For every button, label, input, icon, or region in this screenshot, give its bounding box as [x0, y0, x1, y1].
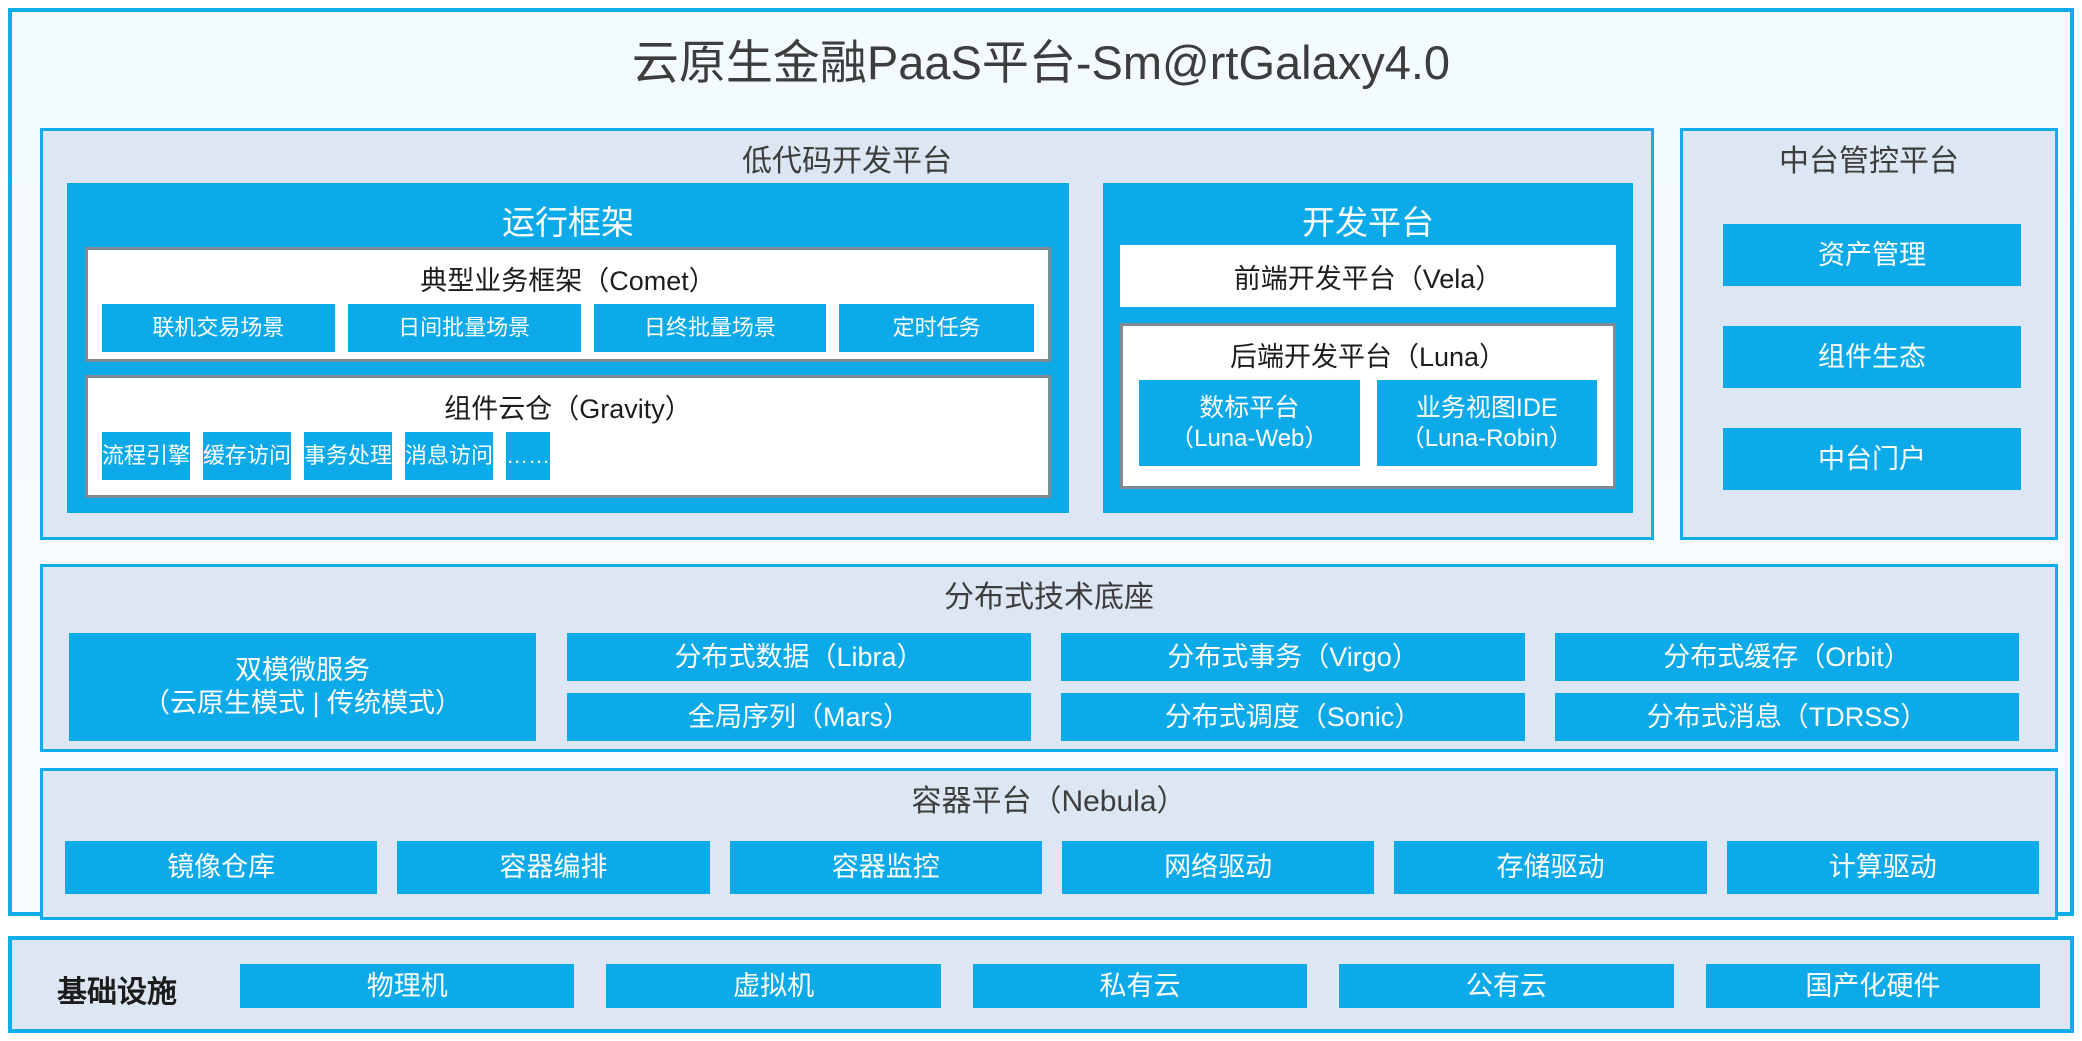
- gravity-item-more[interactable]: ……: [506, 432, 551, 480]
- comet-title: 典型业务框架（Comet）: [420, 266, 716, 296]
- runtime-framework-block: 运行框架 典型业务框架（Comet） 联机交易场景 日间批量场景 日终批量场景 …: [67, 183, 1069, 513]
- dualmode-microservice-block[interactable]: 双模微服务 （云原生模式 | 传统模式）: [69, 633, 536, 741]
- container-item-registry[interactable]: 镜像仓库: [65, 841, 378, 894]
- distributed-item-tdrss[interactable]: 分布式消息（TDRSS）: [1555, 693, 2019, 741]
- comet-item[interactable]: 日间批量场景: [347, 304, 581, 352]
- gravity-title: 组件云仓（Gravity）: [444, 394, 692, 424]
- gravity-item[interactable]: 流程引擎: [102, 432, 191, 480]
- infrastructure-item-physical[interactable]: 物理机: [240, 964, 575, 1008]
- distributed-item-sonic[interactable]: 分布式调度（Sonic）: [1061, 693, 1525, 741]
- lowcode-platform-title: 低代码开发平台: [742, 145, 952, 178]
- distributed-item-mars[interactable]: 全局序列（Mars）: [567, 693, 1031, 741]
- infrastructure-item-virtual[interactable]: 虚拟机: [606, 964, 941, 1008]
- dualmode-name: 双模微服务: [235, 655, 370, 686]
- midoffice-item-asset[interactable]: 资产管理: [1723, 224, 2021, 286]
- container-platform-panel: 容器平台（Nebula） 镜像仓库 容器编排 容器监控 网络驱动 存储驱动 计算…: [40, 768, 2058, 920]
- luna-item-sub: （Luna-Robin）: [1400, 424, 1573, 452]
- runtime-framework-title: 运行框架: [502, 204, 634, 241]
- infrastructure-item-row: 物理机 虚拟机 私有云 公有云 国产化硬件: [240, 964, 2041, 1008]
- distributed-item-orbit[interactable]: 分布式缓存（Orbit）: [1555, 633, 2019, 681]
- container-item-storage-driver[interactable]: 存储驱动: [1394, 841, 1707, 894]
- gravity-item[interactable]: 事务处理: [304, 432, 393, 480]
- vela-frontend-box[interactable]: 前端开发平台（Vela）: [1120, 245, 1616, 307]
- container-item-network-driver[interactable]: 网络驱动: [1061, 841, 1375, 894]
- comet-item[interactable]: 联机交易场景: [102, 304, 335, 352]
- gravity-item[interactable]: 消息访问: [405, 432, 494, 480]
- comet-item[interactable]: 定时任务: [839, 304, 1034, 352]
- distributed-item-virgo[interactable]: 分布式事务（Virgo）: [1061, 633, 1525, 681]
- comet-item-row: 联机交易场景 日间批量场景 日终批量场景 定时任务: [88, 304, 1048, 352]
- container-item-row: 镜像仓库 容器编排 容器监控 网络驱动 存储驱动 计算驱动: [65, 841, 2039, 894]
- gravity-item-row: 流程引擎 缓存访问 事务处理 消息访问 ……: [88, 432, 1048, 480]
- distributed-foundation-title: 分布式技术底座: [944, 581, 1154, 614]
- distributed-column-2: 分布式事务（Virgo） 分布式调度（Sonic）: [1061, 633, 1525, 741]
- container-item-compute-driver[interactable]: 计算驱动: [1726, 841, 2039, 894]
- midoffice-item-portal[interactable]: 中台门户: [1723, 428, 2021, 490]
- midoffice-platform-title: 中台管控平台: [1779, 145, 1959, 178]
- container-item-orchestration[interactable]: 容器编排: [397, 841, 710, 894]
- luna-title: 后端开发平台（Luna）: [1229, 342, 1507, 372]
- gravity-box: 组件云仓（Gravity） 流程引擎 缓存访问 事务处理 消息访问 ……: [85, 375, 1051, 498]
- infrastructure-item-public-cloud[interactable]: 公有云: [1339, 964, 1674, 1008]
- page-title: 云原生金融PaaS平台-Sm@rtGalaxy4.0: [631, 36, 1451, 89]
- midoffice-platform-panel: 中台管控平台 资产管理 组件生态 中台门户: [1680, 128, 2058, 540]
- container-platform-title: 容器平台（Nebula）: [911, 785, 1187, 818]
- luna-item-name: 数标平台: [1199, 394, 1300, 423]
- luna-item-row: 数标平台 （Luna-Web） 业务视图IDE （Luna-Robin）: [1123, 380, 1613, 466]
- lowcode-platform-panel: 低代码开发平台 运行框架 典型业务框架（Comet） 联机交易场景 日间批量场景…: [40, 128, 1654, 540]
- dualmode-sub: （云原生模式 | 传统模式）: [142, 688, 463, 718]
- luna-item-sub: （Luna-Web）: [1170, 424, 1329, 452]
- luna-item-name: 业务视图IDE: [1415, 394, 1558, 423]
- dev-platform-title: 开发平台: [1302, 204, 1434, 241]
- distributed-column-1: 分布式数据（Libra） 全局序列（Mars）: [567, 633, 1031, 741]
- distributed-column-3: 分布式缓存（Orbit） 分布式消息（TDRSS）: [1555, 633, 2019, 741]
- luna-item-robin[interactable]: 业务视图IDE （Luna-Robin）: [1376, 380, 1597, 466]
- midoffice-item-component[interactable]: 组件生态: [1723, 326, 2021, 388]
- container-item-monitoring[interactable]: 容器监控: [729, 841, 1042, 894]
- luna-item-web[interactable]: 数标平台 （Luna-Web）: [1139, 380, 1360, 466]
- infrastructure-panel: 基础设施 物理机 虚拟机 私有云 公有云 国产化硬件: [8, 936, 2074, 1033]
- main-frame: 云原生金融PaaS平台-Sm@rtGalaxy4.0 低代码开发平台 运行框架 …: [8, 8, 2074, 920]
- luna-backend-box: 后端开发平台（Luna） 数标平台 （Luna-Web） 业务视图IDE （Lu…: [1120, 323, 1616, 489]
- infrastructure-item-domestic-hw[interactable]: 国产化硬件: [1705, 964, 2041, 1008]
- distributed-item-libra[interactable]: 分布式数据（Libra）: [567, 633, 1031, 681]
- dev-platform-block: 开发平台 前端开发平台（Vela） 后端开发平台（Luna） 数标平台 （Lun…: [1103, 183, 1633, 513]
- distributed-foundation-panel: 分布式技术底座 双模微服务 （云原生模式 | 传统模式） 分布式数据（Libra…: [40, 564, 2058, 752]
- comet-item[interactable]: 日终批量场景: [593, 304, 827, 352]
- comet-box: 典型业务框架（Comet） 联机交易场景 日间批量场景 日终批量场景 定时任务: [85, 247, 1051, 362]
- gravity-item[interactable]: 缓存访问: [203, 432, 292, 480]
- infrastructure-item-private-cloud[interactable]: 私有云: [972, 964, 1308, 1008]
- infrastructure-label: 基础设施: [57, 976, 177, 1009]
